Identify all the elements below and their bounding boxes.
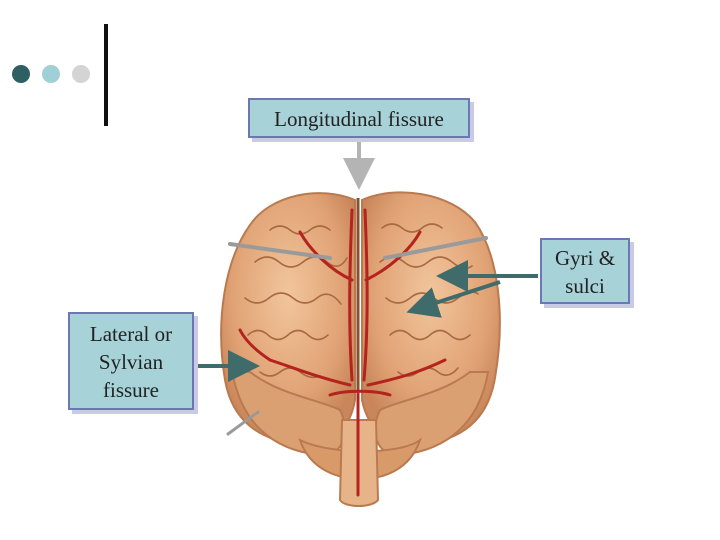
decor-dot-light-gray bbox=[72, 65, 90, 83]
label-gyri-line1: Gyri & bbox=[554, 246, 616, 270]
label-gyri-line2: sulci bbox=[565, 274, 605, 298]
label-lateral-line3: fissure bbox=[103, 378, 159, 402]
retractor-bottom bbox=[226, 410, 260, 436]
label-lateral-fissure: Lateral or Sylvian fissure bbox=[68, 312, 194, 410]
decor-dot-dark-teal bbox=[12, 65, 30, 83]
arteries bbox=[238, 208, 447, 497]
label-longitudinal-text: Longitudinal fissure bbox=[274, 107, 444, 131]
retractor-right bbox=[383, 236, 488, 260]
retractor-left bbox=[228, 242, 332, 260]
decor-vertical-bar bbox=[104, 24, 108, 126]
decor-dot-light-teal bbox=[42, 65, 60, 83]
label-longitudinal-fissure: Longitudinal fissure bbox=[248, 98, 470, 138]
label-lateral-line1: Lateral or bbox=[89, 322, 173, 346]
arrow-gyri-lower bbox=[406, 280, 501, 318]
label-lateral-line2: Sylvian bbox=[98, 350, 164, 374]
label-gyri-sulci: Gyri & sulci bbox=[540, 238, 630, 304]
